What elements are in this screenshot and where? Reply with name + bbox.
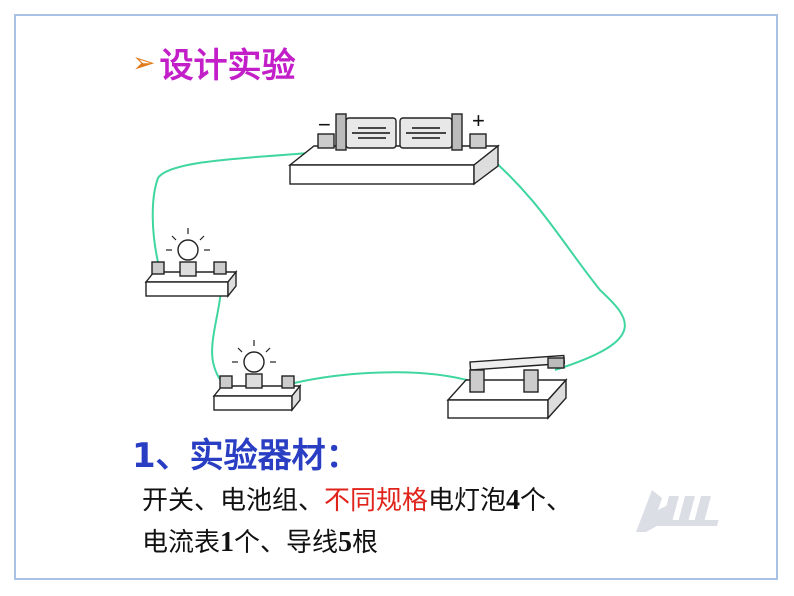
materials-text: 电流表 xyxy=(142,528,221,558)
slide-frame xyxy=(14,14,778,580)
materials-number: 4 xyxy=(506,485,521,516)
wire-bulb2-switch xyxy=(289,371,475,385)
materials-number: 1 xyxy=(220,527,235,558)
battery-plus-sign: + xyxy=(472,108,485,133)
battery-clip-left xyxy=(335,113,347,151)
switch-handle xyxy=(547,357,565,369)
materials-text: 开关、电池组、 xyxy=(142,486,325,516)
title-text: 设计实验 xyxy=(159,45,296,86)
battery-pack xyxy=(287,113,501,186)
watermark-logo-icon xyxy=(636,490,719,532)
battery-terminal-minus xyxy=(317,133,335,149)
bulb-1-terminal-right xyxy=(213,261,227,275)
switch-post-right xyxy=(523,369,539,393)
materials-text: 个、导线 xyxy=(234,528,339,558)
bulb-2-terminal-left xyxy=(219,375,233,389)
materials-line-1: 开关、电池组、不同规格电灯泡4个、 xyxy=(142,480,572,517)
materials-number: 5 xyxy=(338,527,353,558)
wire-battery-switch xyxy=(483,151,626,371)
switch-post-left xyxy=(469,369,485,393)
bulb-1-terminal-left xyxy=(151,261,165,275)
highlight-text: 不同规格 xyxy=(324,486,429,516)
knife-switch xyxy=(446,354,568,420)
bulb-1 xyxy=(144,228,238,298)
battery-base-front xyxy=(289,164,475,185)
battery-clip-right xyxy=(451,113,463,151)
battery-terminal-plus xyxy=(469,133,487,149)
bulb-1-glass xyxy=(177,239,199,261)
slide-title: ➢ 设计实验 xyxy=(132,40,296,86)
materials-line-2: 电流表1个、导线5根 xyxy=(142,522,378,559)
materials-text: 根 xyxy=(352,528,379,558)
bulb-2-glass xyxy=(243,351,265,373)
bulb-2-terminal-right xyxy=(281,375,295,389)
battery-base-side xyxy=(473,144,499,186)
section-heading: 1、实验器材： xyxy=(132,436,360,476)
wire-battery-bulb1 xyxy=(151,151,323,263)
materials-text: 个、 xyxy=(520,486,573,516)
bulb-2 xyxy=(212,340,302,412)
arrow-bullet-icon: ➢ xyxy=(132,45,156,79)
battery-base-top xyxy=(287,145,501,166)
battery-minus-sign: − xyxy=(318,112,331,137)
materials-text: 电灯泡 xyxy=(428,486,507,516)
